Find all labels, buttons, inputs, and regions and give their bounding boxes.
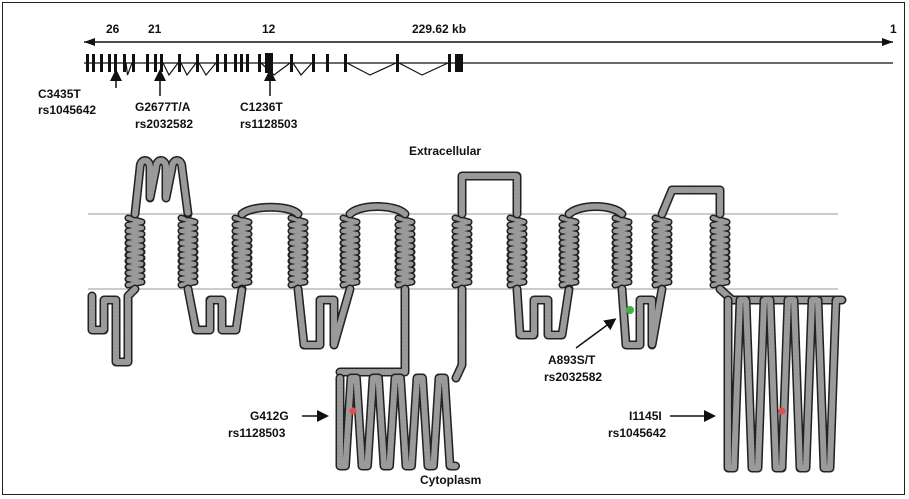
exon-box xyxy=(196,54,199,72)
g412g-site-marker xyxy=(349,407,357,415)
nucleotide-binding-domain-2 xyxy=(725,297,845,471)
c3435t-change: C3435T xyxy=(38,87,81,101)
transmembrane-helix xyxy=(396,216,414,287)
exon-box xyxy=(178,54,181,72)
exon-box xyxy=(312,54,315,72)
exon-box xyxy=(246,54,249,72)
intron-line xyxy=(398,62,449,76)
a893s-site-marker xyxy=(626,306,634,314)
cytoplasmic-loop-3 xyxy=(514,286,572,338)
g412g-change: G412G xyxy=(250,409,289,423)
i1145i-site-marker xyxy=(778,407,786,415)
transmembrane-helix xyxy=(453,216,471,287)
c1236t-rsid: rs1128503 xyxy=(240,117,298,131)
intron-line xyxy=(346,62,397,76)
extracellular-loop-1 xyxy=(132,157,191,217)
extracellular-loop-6 xyxy=(659,187,723,217)
g2677t-change: G2677T/A xyxy=(135,100,191,114)
exon-box xyxy=(224,54,227,72)
pgp-protein-topology xyxy=(87,156,847,473)
exon-12-box xyxy=(265,53,273,73)
c3435t-rsid: rs1045642 xyxy=(38,103,96,117)
exon-box xyxy=(234,54,237,72)
exon-box xyxy=(108,54,111,72)
gene-scale-left-arrow xyxy=(84,38,95,46)
a893s-change: A893S/T xyxy=(548,353,596,367)
exon-box xyxy=(146,54,149,72)
exon-box xyxy=(154,54,157,72)
transmembrane-helix xyxy=(613,216,631,287)
exon-box xyxy=(290,54,293,72)
exon-box xyxy=(326,54,329,72)
exon-box xyxy=(160,54,163,72)
exon-box xyxy=(448,54,451,72)
gene-map: 26 21 12 229.62 kb 1 C3435T rs1045642 G2… xyxy=(38,22,897,131)
transmembrane-helix xyxy=(289,216,307,287)
exon-box xyxy=(240,54,243,72)
cytoplasmic-loop-1 xyxy=(185,286,245,333)
exon-box xyxy=(455,54,463,72)
transmembrane-helix xyxy=(508,216,526,287)
linker-to-nbd1-left xyxy=(337,286,408,375)
exon-box xyxy=(86,54,89,72)
extracellular-loop-5 xyxy=(566,203,625,217)
exon-box xyxy=(344,54,347,72)
extracellular-loop-4-outline xyxy=(457,171,522,219)
i1145i-change: I1145I xyxy=(629,409,662,423)
gene-structure xyxy=(84,53,893,77)
linker-to-nbd1-right xyxy=(453,286,465,381)
transmembrane-helix xyxy=(126,216,144,287)
extracellular-loop-2 xyxy=(239,204,301,217)
transmembrane-helix xyxy=(711,216,729,287)
cytoplasmic-loop-4 xyxy=(619,286,665,348)
exon-box xyxy=(258,54,261,72)
exon-box xyxy=(132,54,135,72)
extracellular-loop-4 xyxy=(459,173,520,217)
intron-line xyxy=(198,62,217,77)
transmembrane-helix xyxy=(233,216,251,287)
gene-length-label: 229.62 kb xyxy=(412,22,466,36)
n-terminal-tail xyxy=(89,286,138,365)
exon-box xyxy=(396,54,399,72)
g412g-rsid: rs1128503 xyxy=(228,426,286,440)
c1236t-change: C1236T xyxy=(240,100,283,114)
exon-21-label: 21 xyxy=(148,22,162,36)
transmembrane-helix xyxy=(653,216,671,287)
extracellular-loop-3 xyxy=(347,203,408,217)
intron-line xyxy=(292,62,313,76)
cytoplasm-label: Cytoplasm xyxy=(420,473,481,487)
g2677t-rsid: rs2032582 xyxy=(135,117,193,131)
transmembrane-helix xyxy=(341,216,359,287)
intron-line xyxy=(180,62,197,77)
exon-box xyxy=(92,54,95,72)
gene-scale-right-arrow xyxy=(882,38,893,46)
exon-26-label: 26 xyxy=(106,22,120,36)
a893s-arrow xyxy=(575,318,617,349)
exon-box xyxy=(114,54,117,72)
transmembrane-helix xyxy=(179,216,197,287)
exon-box xyxy=(100,54,103,72)
cytoplasmic-loop-2 xyxy=(295,286,353,348)
intron-line xyxy=(125,62,133,76)
i1145i-rsid: rs1045642 xyxy=(608,426,666,440)
intron-line xyxy=(162,62,179,77)
protein-variant-annotations: G412G rs1128503 A893S/T rs2032582 I1145I… xyxy=(228,306,786,440)
extracellular-label: Extracellular xyxy=(409,144,481,158)
exon-box xyxy=(123,54,126,72)
a893s-rsid: rs2032582 xyxy=(544,370,602,384)
exon-12-label: 12 xyxy=(262,22,276,36)
transmembrane-helix xyxy=(560,216,578,287)
nucleotide-binding-domain-1 xyxy=(337,375,459,469)
exon-box xyxy=(216,54,219,72)
exon-1-label: 1 xyxy=(890,22,897,36)
